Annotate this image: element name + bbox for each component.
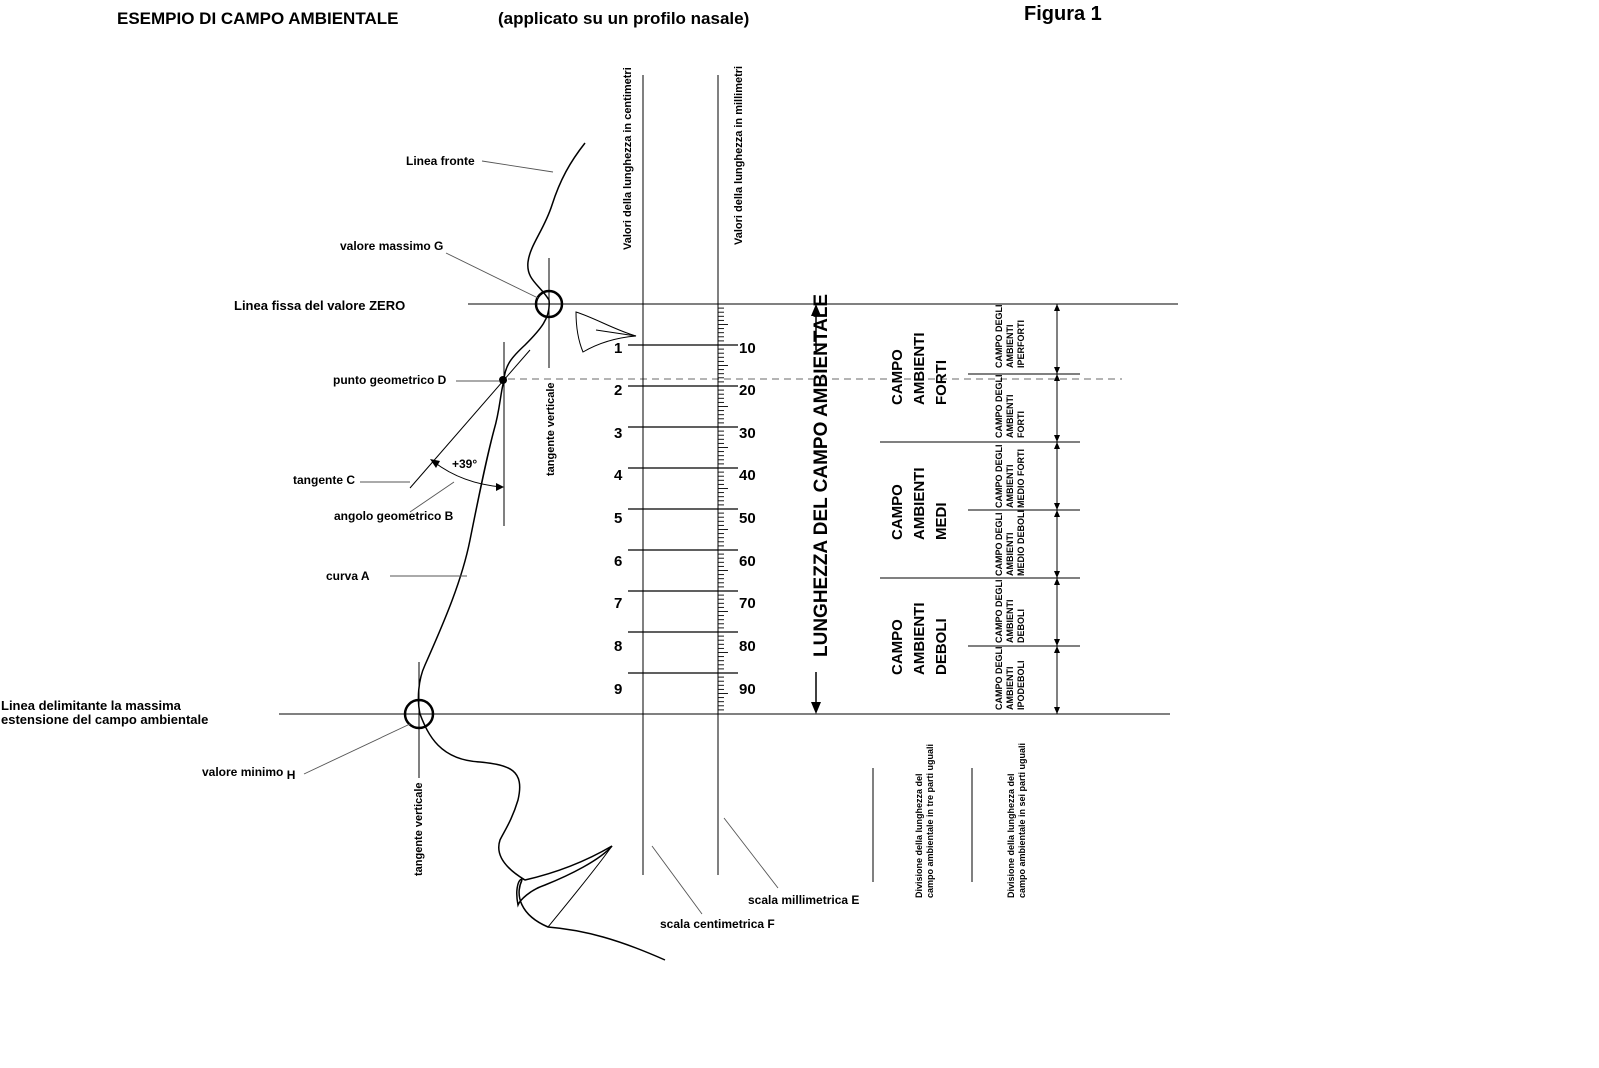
leader-valore-minimo <box>303 723 411 775</box>
eye-shape <box>575 311 637 353</box>
six-arrow-up <box>1054 304 1060 311</box>
part-deboli-six: CAMPO DEGLI AMBIENTI DEBOLI <box>994 577 1026 643</box>
angle-arrow-right <box>496 483 504 491</box>
label-scala-centimetrica: scala centimetrica F <box>660 917 775 931</box>
label-angolo-geometrico: angolo geometrico B <box>334 509 454 523</box>
six-division-caption: Divisione della lunghezza del campo ambi… <box>1006 743 1027 898</box>
three-part-labels: CAMPO AMBIENTI FORTI CAMPO AMBIENTI MEDI… <box>889 328 950 676</box>
six-arrow-down <box>1054 435 1060 442</box>
cm-value-6: 6 <box>614 553 622 570</box>
leader-scala-millimetrica <box>723 817 779 889</box>
part-ipodeboli: CAMPO DEGLI AMBIENTI IPODEBOLI <box>994 644 1026 710</box>
part-forti-six: CAMPO DEGLI AMBIENTI FORTI <box>994 372 1026 438</box>
mm-value-20: 20 <box>739 382 756 399</box>
mm-value-50: 50 <box>739 510 756 527</box>
label-tangente-c: tangente C <box>293 473 355 487</box>
label-valore-minimo: valore minimo H <box>202 765 295 782</box>
mm-value-70: 70 <box>739 595 756 612</box>
scale-connectors <box>628 344 738 674</box>
label-linea-delimitante-1: Linea delimitante la massima <box>1 698 182 713</box>
six-arrow-up <box>1054 578 1060 585</box>
label-linea-delimitante-2: estensione del campo ambientale <box>1 712 208 727</box>
part-deboli: CAMPO AMBIENTI DEBOLI <box>889 598 950 675</box>
six-part-labels: CAMPO DEGLI AMBIENTI IPERFORTI CAMPO DEG… <box>994 302 1026 710</box>
cm-value-9: 9 <box>614 681 622 698</box>
label-tangente-verticale-top: tangente verticale <box>545 382 557 476</box>
diagram-subtitle: (applicato su un profilo nasale) <box>498 9 749 28</box>
angle-value: +39° <box>452 457 477 471</box>
six-arrow-down <box>1054 707 1060 714</box>
diagram-title: ESEMPIO DI CAMPO AMBIENTALE <box>117 9 398 28</box>
leader-linea-fronte <box>481 160 554 173</box>
mm-value-30: 30 <box>739 425 756 442</box>
length-label: LUNGHEZZA DEL CAMPO AMBIENTALE <box>811 294 832 657</box>
millimetric-ticks <box>718 307 728 711</box>
mm-scale-title: Valori della lunghezza in millimetri <box>733 66 745 245</box>
part-medio-forti: CAMPO DEGLI AMBIENTI MEDIO FORTI <box>994 442 1026 508</box>
cm-value-3: 3 <box>614 425 622 442</box>
cm-value-4: 4 <box>614 467 623 484</box>
label-punto-geometrico: punto geometrico D <box>333 373 447 387</box>
figure-label: Figura 1 <box>1024 3 1102 25</box>
cm-value-5: 5 <box>614 510 622 527</box>
label-linea-zero: Linea fissa del valore ZERO <box>234 298 405 313</box>
label-linea-fronte: Linea fronte <box>406 154 475 168</box>
label-valore-massimo: valore massimo G <box>340 239 443 253</box>
six-arrow-down <box>1054 367 1060 374</box>
three-division-caption: Divisione della lunghezza del campo ambi… <box>914 744 935 898</box>
cm-value-1: 1 <box>614 340 622 357</box>
label-tangente-verticale-bottom: tangente verticale <box>413 782 425 876</box>
angle-arc <box>433 461 503 488</box>
mm-value-90: 90 <box>739 681 756 698</box>
label-scala-millimetrica: scala millimetrica E <box>748 893 859 907</box>
lip-line <box>547 845 613 928</box>
leader-scala-centimetrica <box>651 845 703 915</box>
six-arrow-down <box>1054 571 1060 578</box>
six-arrow-up <box>1054 442 1060 449</box>
leader-angolo-geometrico <box>409 481 455 513</box>
cm-value-8: 8 <box>614 638 622 655</box>
cm-value-2: 2 <box>614 382 622 399</box>
six-arrow-up <box>1054 374 1060 381</box>
mm-value-40: 40 <box>739 467 756 484</box>
part-forti: CAMPO AMBIENTI FORTI <box>889 328 950 405</box>
eye-lid-line <box>595 329 637 337</box>
label-curva: curva A <box>326 569 370 583</box>
part-medi: CAMPO AMBIENTI MEDI <box>889 463 950 540</box>
six-part-arrows <box>1054 304 1060 714</box>
six-arrow-up <box>1054 646 1060 653</box>
cm-scale-title: Valori della lunghezza in centimetri <box>622 67 634 250</box>
six-arrow-down <box>1054 503 1060 510</box>
tangent-c-line <box>409 349 531 489</box>
angle-arrow-left <box>430 459 440 468</box>
cm-value-7: 7 <box>614 595 622 612</box>
part-medio-deboli: CAMPO DEGLI AMBIENTI MEDIO DEBOLI <box>994 510 1026 576</box>
nasal-profile-curve <box>417 142 586 715</box>
length-arrow-head-bottom <box>811 702 821 714</box>
geometric-point-d <box>499 376 507 384</box>
six-arrow-down <box>1054 639 1060 646</box>
mm-value-10: 10 <box>739 340 756 357</box>
lip-chin-curve <box>419 713 666 961</box>
mm-value-60: 60 <box>739 553 756 570</box>
leader-valore-massimo <box>445 252 539 299</box>
mm-value-80: 80 <box>739 638 756 655</box>
six-arrow-up <box>1054 510 1060 517</box>
part-iperforti: CAMPO DEGLI AMBIENTI IPERFORTI <box>994 302 1026 368</box>
length-arrow-head-top <box>811 304 821 316</box>
